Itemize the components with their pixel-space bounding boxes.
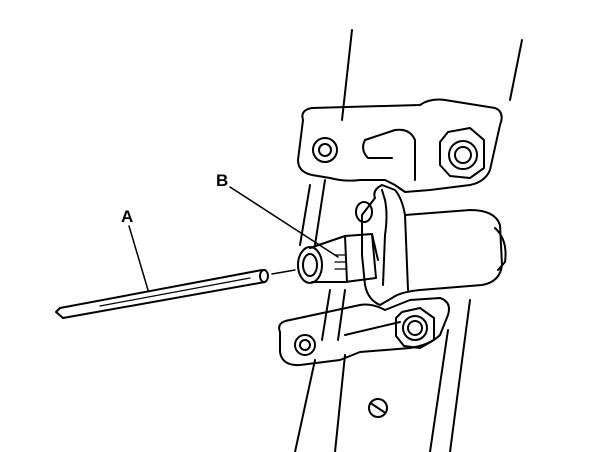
lower-bracket [278, 297, 450, 367]
upper-nut [439, 127, 485, 179]
panel-hole [368, 398, 388, 418]
lower-nut [395, 307, 435, 349]
rod-a [55, 269, 269, 319]
callout-a: A [121, 207, 133, 226]
callout-b: B [216, 171, 228, 190]
frame-panel [294, 29, 523, 452]
alignment-line [271, 269, 296, 275]
shaft-sleeve [297, 233, 379, 284]
upper-bracket [297, 98, 503, 193]
actuator-body [355, 184, 507, 306]
leader-b [229, 186, 339, 258]
leader-a [128, 225, 149, 291]
socket-b [334, 254, 347, 270]
